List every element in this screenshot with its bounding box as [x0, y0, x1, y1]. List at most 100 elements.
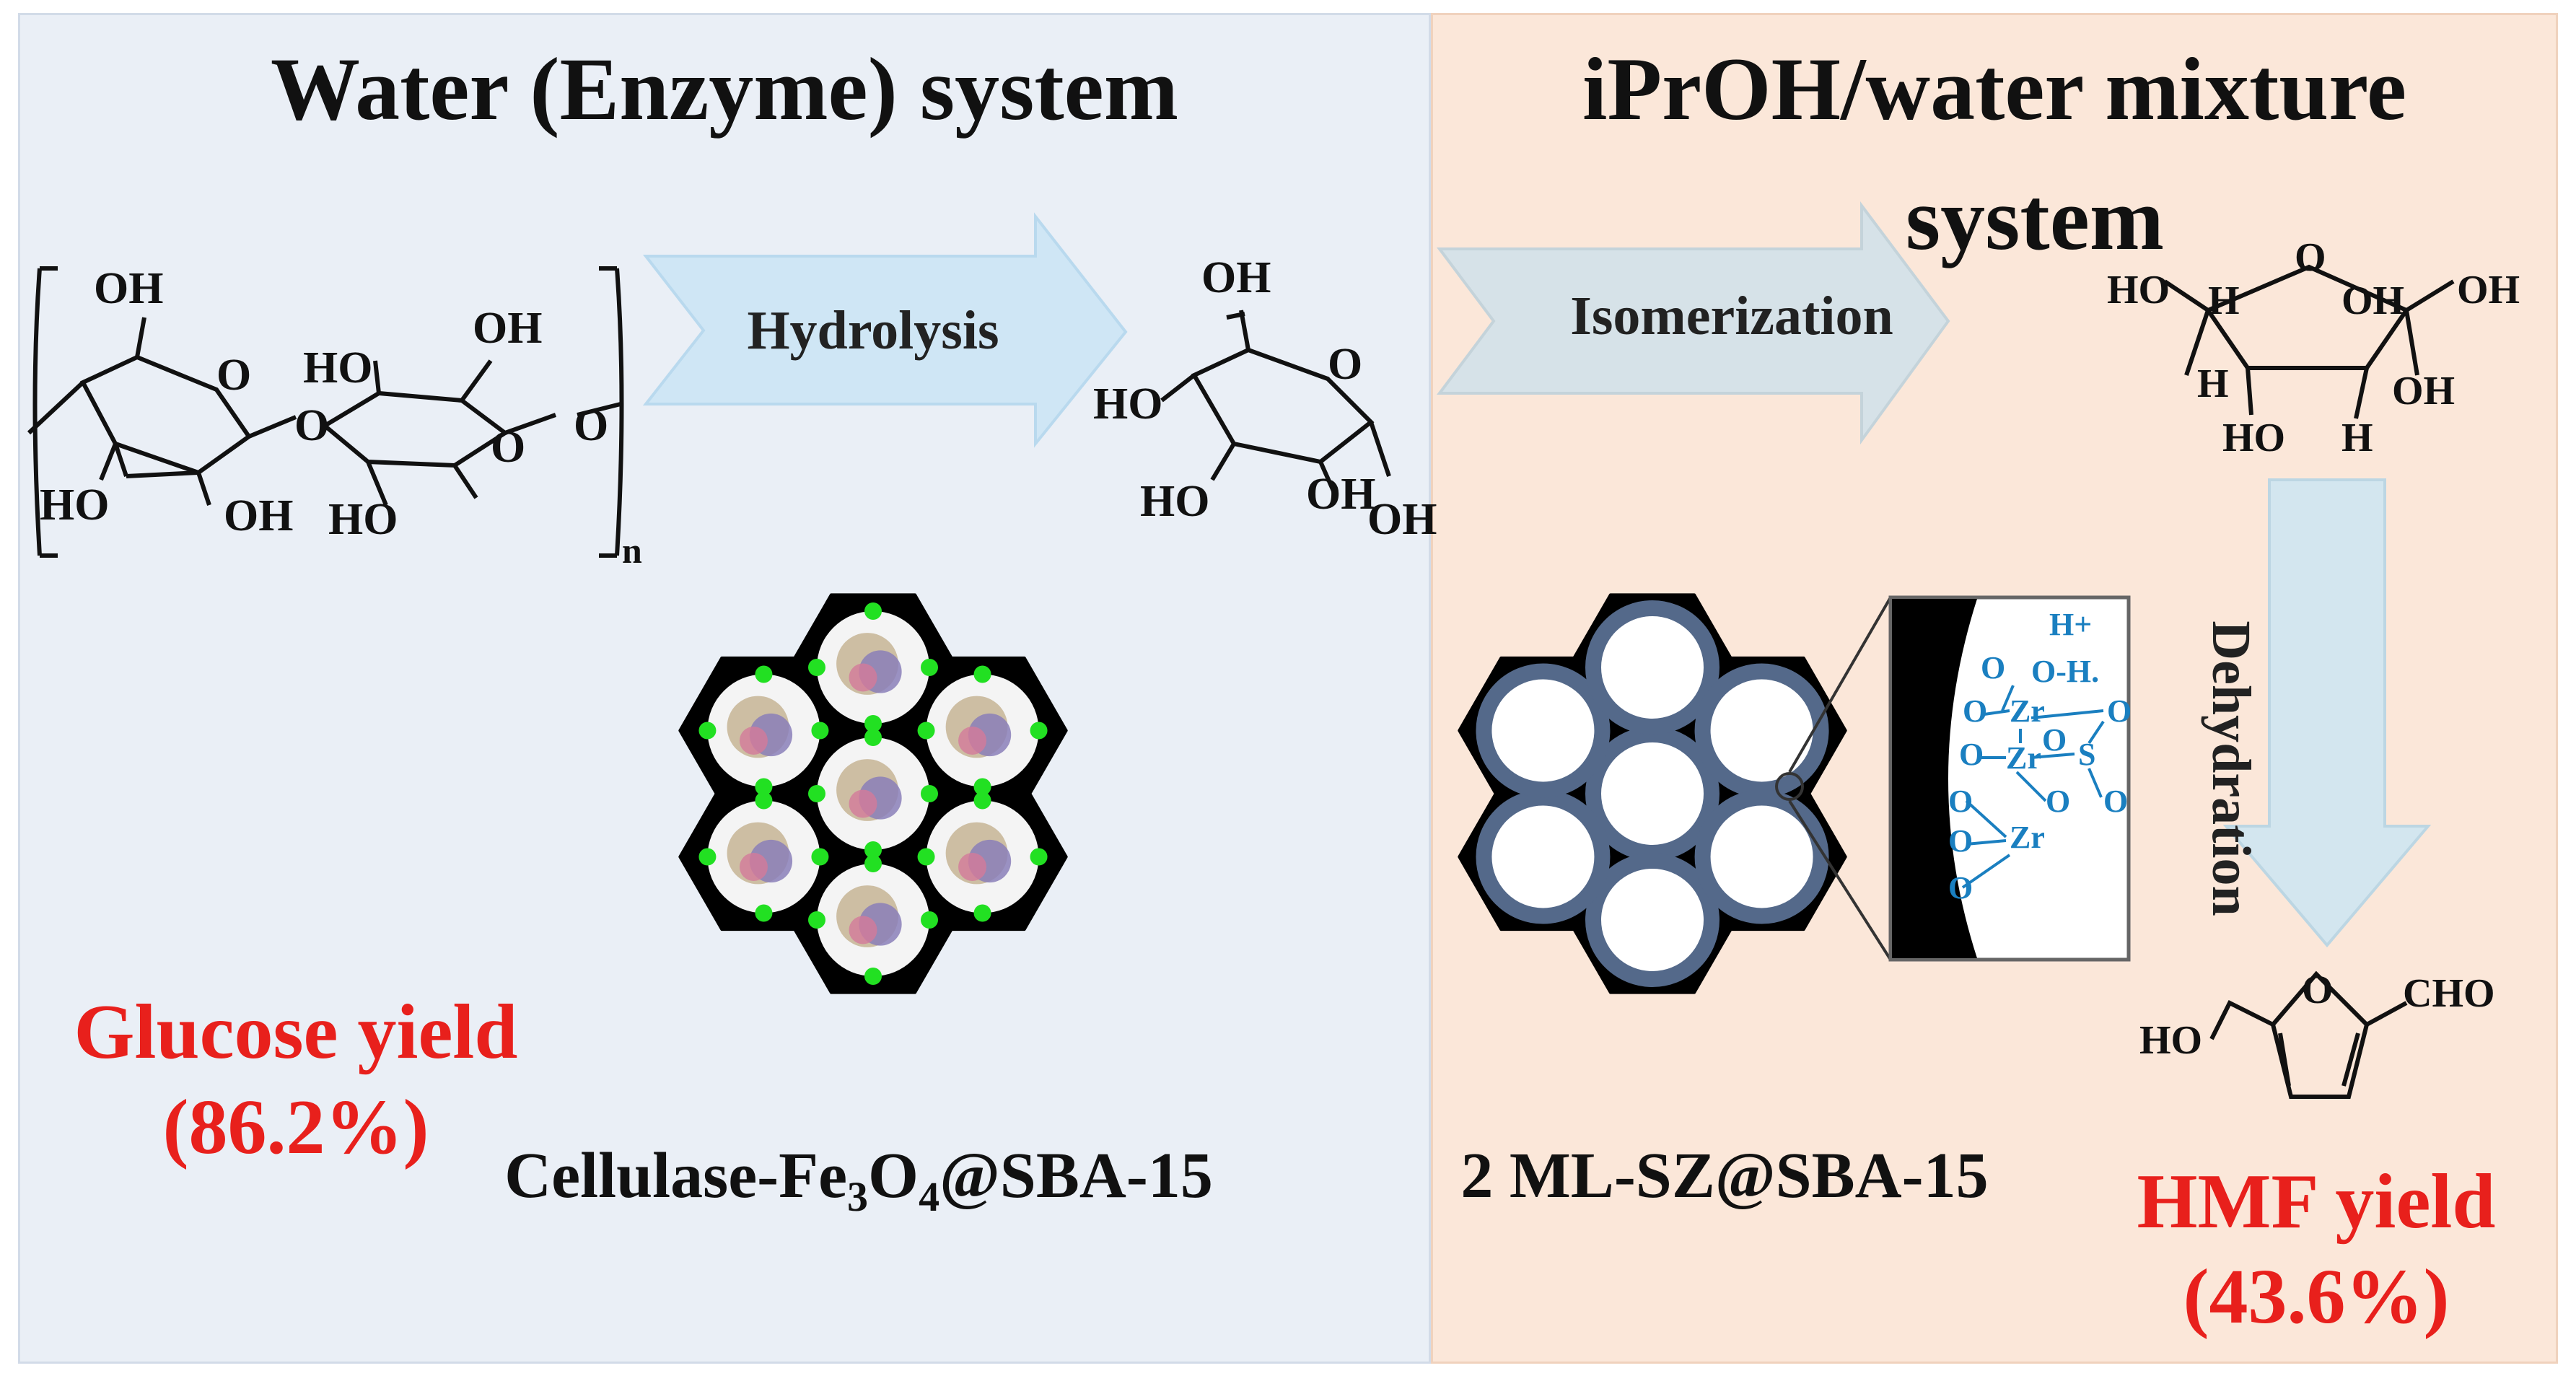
fe3o4-dot — [921, 659, 938, 676]
ho-label: HO — [1140, 477, 1209, 526]
glucose-molecule — [1160, 310, 1391, 496]
fe3o4-dot — [864, 729, 882, 746]
fe3o4-dot — [917, 722, 935, 740]
ho-label: HO — [303, 343, 372, 393]
fe3o4-dot — [811, 848, 829, 866]
oh-label: OH — [94, 264, 163, 313]
h-label: H — [2197, 361, 2229, 406]
s-label: S — [2078, 737, 2095, 772]
fe3o4-dot — [808, 911, 825, 929]
caption-mid: O — [868, 1140, 919, 1211]
cellulase-catalyst-caption: Cellulase-Fe3O4@SBA-15 — [462, 1144, 1256, 1218]
polymer-n-label: n — [622, 530, 642, 571]
o-label: O — [2103, 784, 2128, 819]
hmf-yield: HMF yield (43.6%) — [2064, 1154, 2569, 1345]
fe3o4-dot — [811, 722, 829, 740]
ho-label: HO — [328, 495, 398, 544]
fe3o4-dot — [698, 722, 717, 740]
right-panel-title-line1: iPrOH/water mixture — [1582, 40, 2407, 139]
zr-label: Zr — [2010, 693, 2045, 729]
cellulase-enzyme — [849, 916, 877, 944]
oh-label: OH — [1306, 470, 1375, 519]
ho-label: HO — [40, 481, 109, 530]
ho-label: HO — [2139, 1018, 2202, 1063]
h-label: H — [2208, 279, 2240, 323]
o-label: O — [2107, 693, 2132, 729]
o-label: O — [2295, 235, 2326, 280]
fe3o4-dot — [1030, 848, 1048, 866]
o-h-label: O-H. — [2031, 654, 2099, 689]
o-label: O — [1963, 693, 1987, 729]
right-panel-title-line2: system — [1905, 170, 2165, 268]
cellulase-enzyme — [958, 727, 987, 755]
o-label: O — [294, 401, 329, 450]
cho-label: CHO — [2403, 971, 2495, 1016]
o-label: O — [491, 423, 525, 472]
fe3o4-dot — [921, 911, 938, 929]
oh-label: OH — [2392, 369, 2455, 413]
caption-suffix: @SBA-15 — [939, 1140, 1213, 1211]
cellulase-enzyme — [958, 853, 987, 881]
oh-label: OH — [473, 304, 542, 353]
fe3o4-dot — [864, 841, 882, 859]
o-label: O — [1948, 784, 1973, 819]
fe3o4-dot — [808, 659, 825, 676]
sz-coated-pore — [1694, 789, 1829, 924]
fe3o4-dot — [973, 904, 991, 922]
o-label: O — [2046, 784, 2070, 819]
cellulase-enzyme — [739, 727, 768, 755]
o-label: O — [1959, 737, 1984, 772]
cellobiose-unit — [27, 266, 624, 558]
hydrolysis-arrow — [642, 212, 1128, 448]
oh-label: OH — [2457, 268, 2520, 312]
fe3o4-dot — [808, 785, 825, 802]
fe3o4-dot — [864, 602, 882, 620]
hmf-yield-value: (43.6%) — [2183, 1253, 2450, 1340]
fe3o4-dot — [973, 792, 991, 810]
fe3o4-dot — [755, 792, 773, 810]
fe3o4-dot — [973, 778, 991, 796]
h-plus-label: H+ — [2049, 607, 2092, 642]
ho-label: HO — [2222, 416, 2285, 460]
o-label: O — [1948, 823, 1973, 859]
sz-catalyst-caption: 2 ML-SZ@SBA-15 — [1460, 1140, 1989, 1211]
dehydration-arrow — [2222, 478, 2432, 948]
cellulase-enzyme — [849, 663, 877, 692]
o-label: O — [1948, 870, 1973, 906]
isomerization-arrow — [1437, 201, 1950, 445]
fe3o4-dot — [698, 848, 717, 866]
fe3o4-dot — [973, 665, 991, 683]
caption-subscript-4: 4 — [919, 1173, 940, 1220]
glucose-yield-label: Glucose yield — [74, 989, 518, 1075]
sz-coated-pore — [1585, 853, 1719, 987]
cellulase-enzyme — [849, 789, 877, 818]
h-label: H — [2341, 416, 2373, 460]
oh-label: OH — [1367, 495, 1437, 544]
fe3o4-dot — [755, 778, 773, 796]
left-panel-title: Water (Enzyme) system — [270, 40, 1179, 139]
o-label: O — [2042, 722, 2067, 758]
fe3o4-dot — [755, 665, 773, 683]
cellulase-enzyme — [739, 853, 768, 881]
fe3o4-dot — [1030, 722, 1048, 740]
zr-label: Zr — [2010, 820, 2045, 855]
glucose-yield-value: (86.2%) — [162, 1084, 429, 1170]
oh-label: OH — [2341, 279, 2404, 323]
fe3o4-dot — [864, 855, 882, 872]
ho-label: HO — [2107, 268, 2170, 312]
caption-prefix: Cellulase-Fe — [504, 1140, 848, 1211]
o-label: O — [216, 351, 251, 400]
hmf-yield-label: HMF yield — [2137, 1159, 2496, 1245]
o-label: O — [1328, 340, 1362, 389]
o-label: O — [2302, 968, 2334, 1012]
fe3o4-dot — [917, 848, 935, 866]
oh-label: OH — [224, 491, 293, 540]
isomerization-label: Isomerization — [1570, 286, 1893, 346]
fructose-molecule — [2163, 264, 2455, 419]
hydrolysis-label: Hydrolysis — [747, 300, 999, 361]
fe3o4-dot — [921, 785, 938, 802]
